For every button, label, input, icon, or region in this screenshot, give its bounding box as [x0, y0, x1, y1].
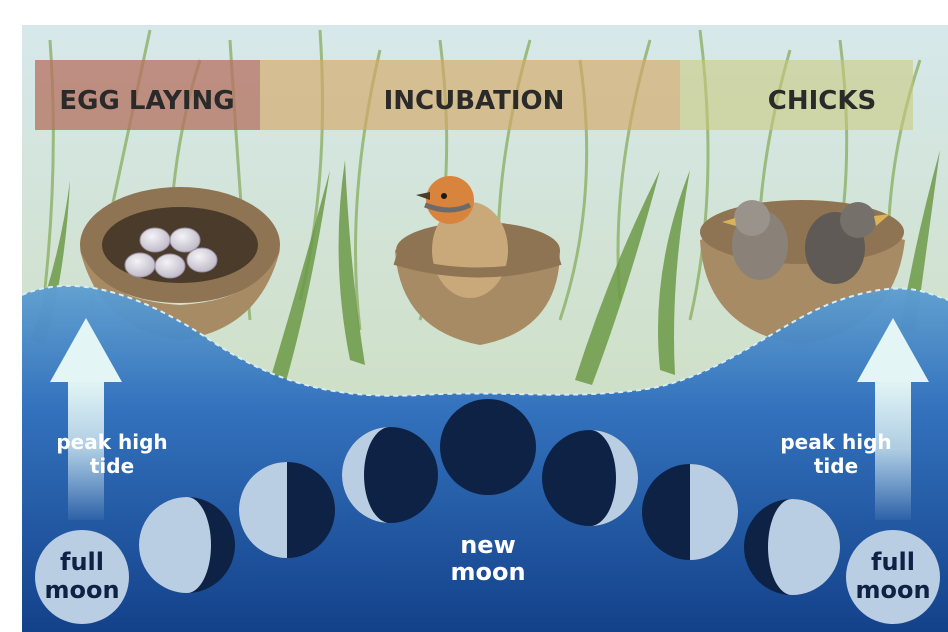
new-moon-icon [440, 399, 536, 495]
tide-label-right-line2: tide [814, 454, 858, 478]
sparrow-head-icon [426, 176, 474, 224]
new-moon-label-line2: moon [450, 558, 525, 586]
first-quarter-moon-icon [642, 464, 738, 560]
stage-label-chicks: CHICKS [768, 86, 876, 116]
full-moon-left-line2: moon [44, 576, 119, 604]
tide-label-right-line1: peak high [780, 430, 891, 454]
waxing-crescent-moon-icon [542, 430, 638, 526]
waxing-gibbous-moon-icon [744, 499, 840, 595]
tide-label-left-line2: tide [90, 454, 134, 478]
full-moon-right-line2: moon [855, 576, 930, 604]
full-moon-right-line1: full [871, 548, 915, 576]
new-moon-label-line1: new [460, 531, 516, 559]
stage-label-egg-laying: EGG LAYING [59, 86, 234, 116]
last-quarter-moon-icon [239, 462, 335, 558]
stage-label-incubation: INCUBATION [384, 86, 565, 116]
waning-gibbous-moon-icon [139, 497, 235, 593]
full-moon-left-line1: full [60, 548, 104, 576]
tide-label-left-line1: peak high [56, 430, 167, 454]
waning-crescent-moon-icon [342, 427, 438, 523]
stage-banner: EGG LAYING INCUBATION CHICKS [35, 60, 913, 130]
